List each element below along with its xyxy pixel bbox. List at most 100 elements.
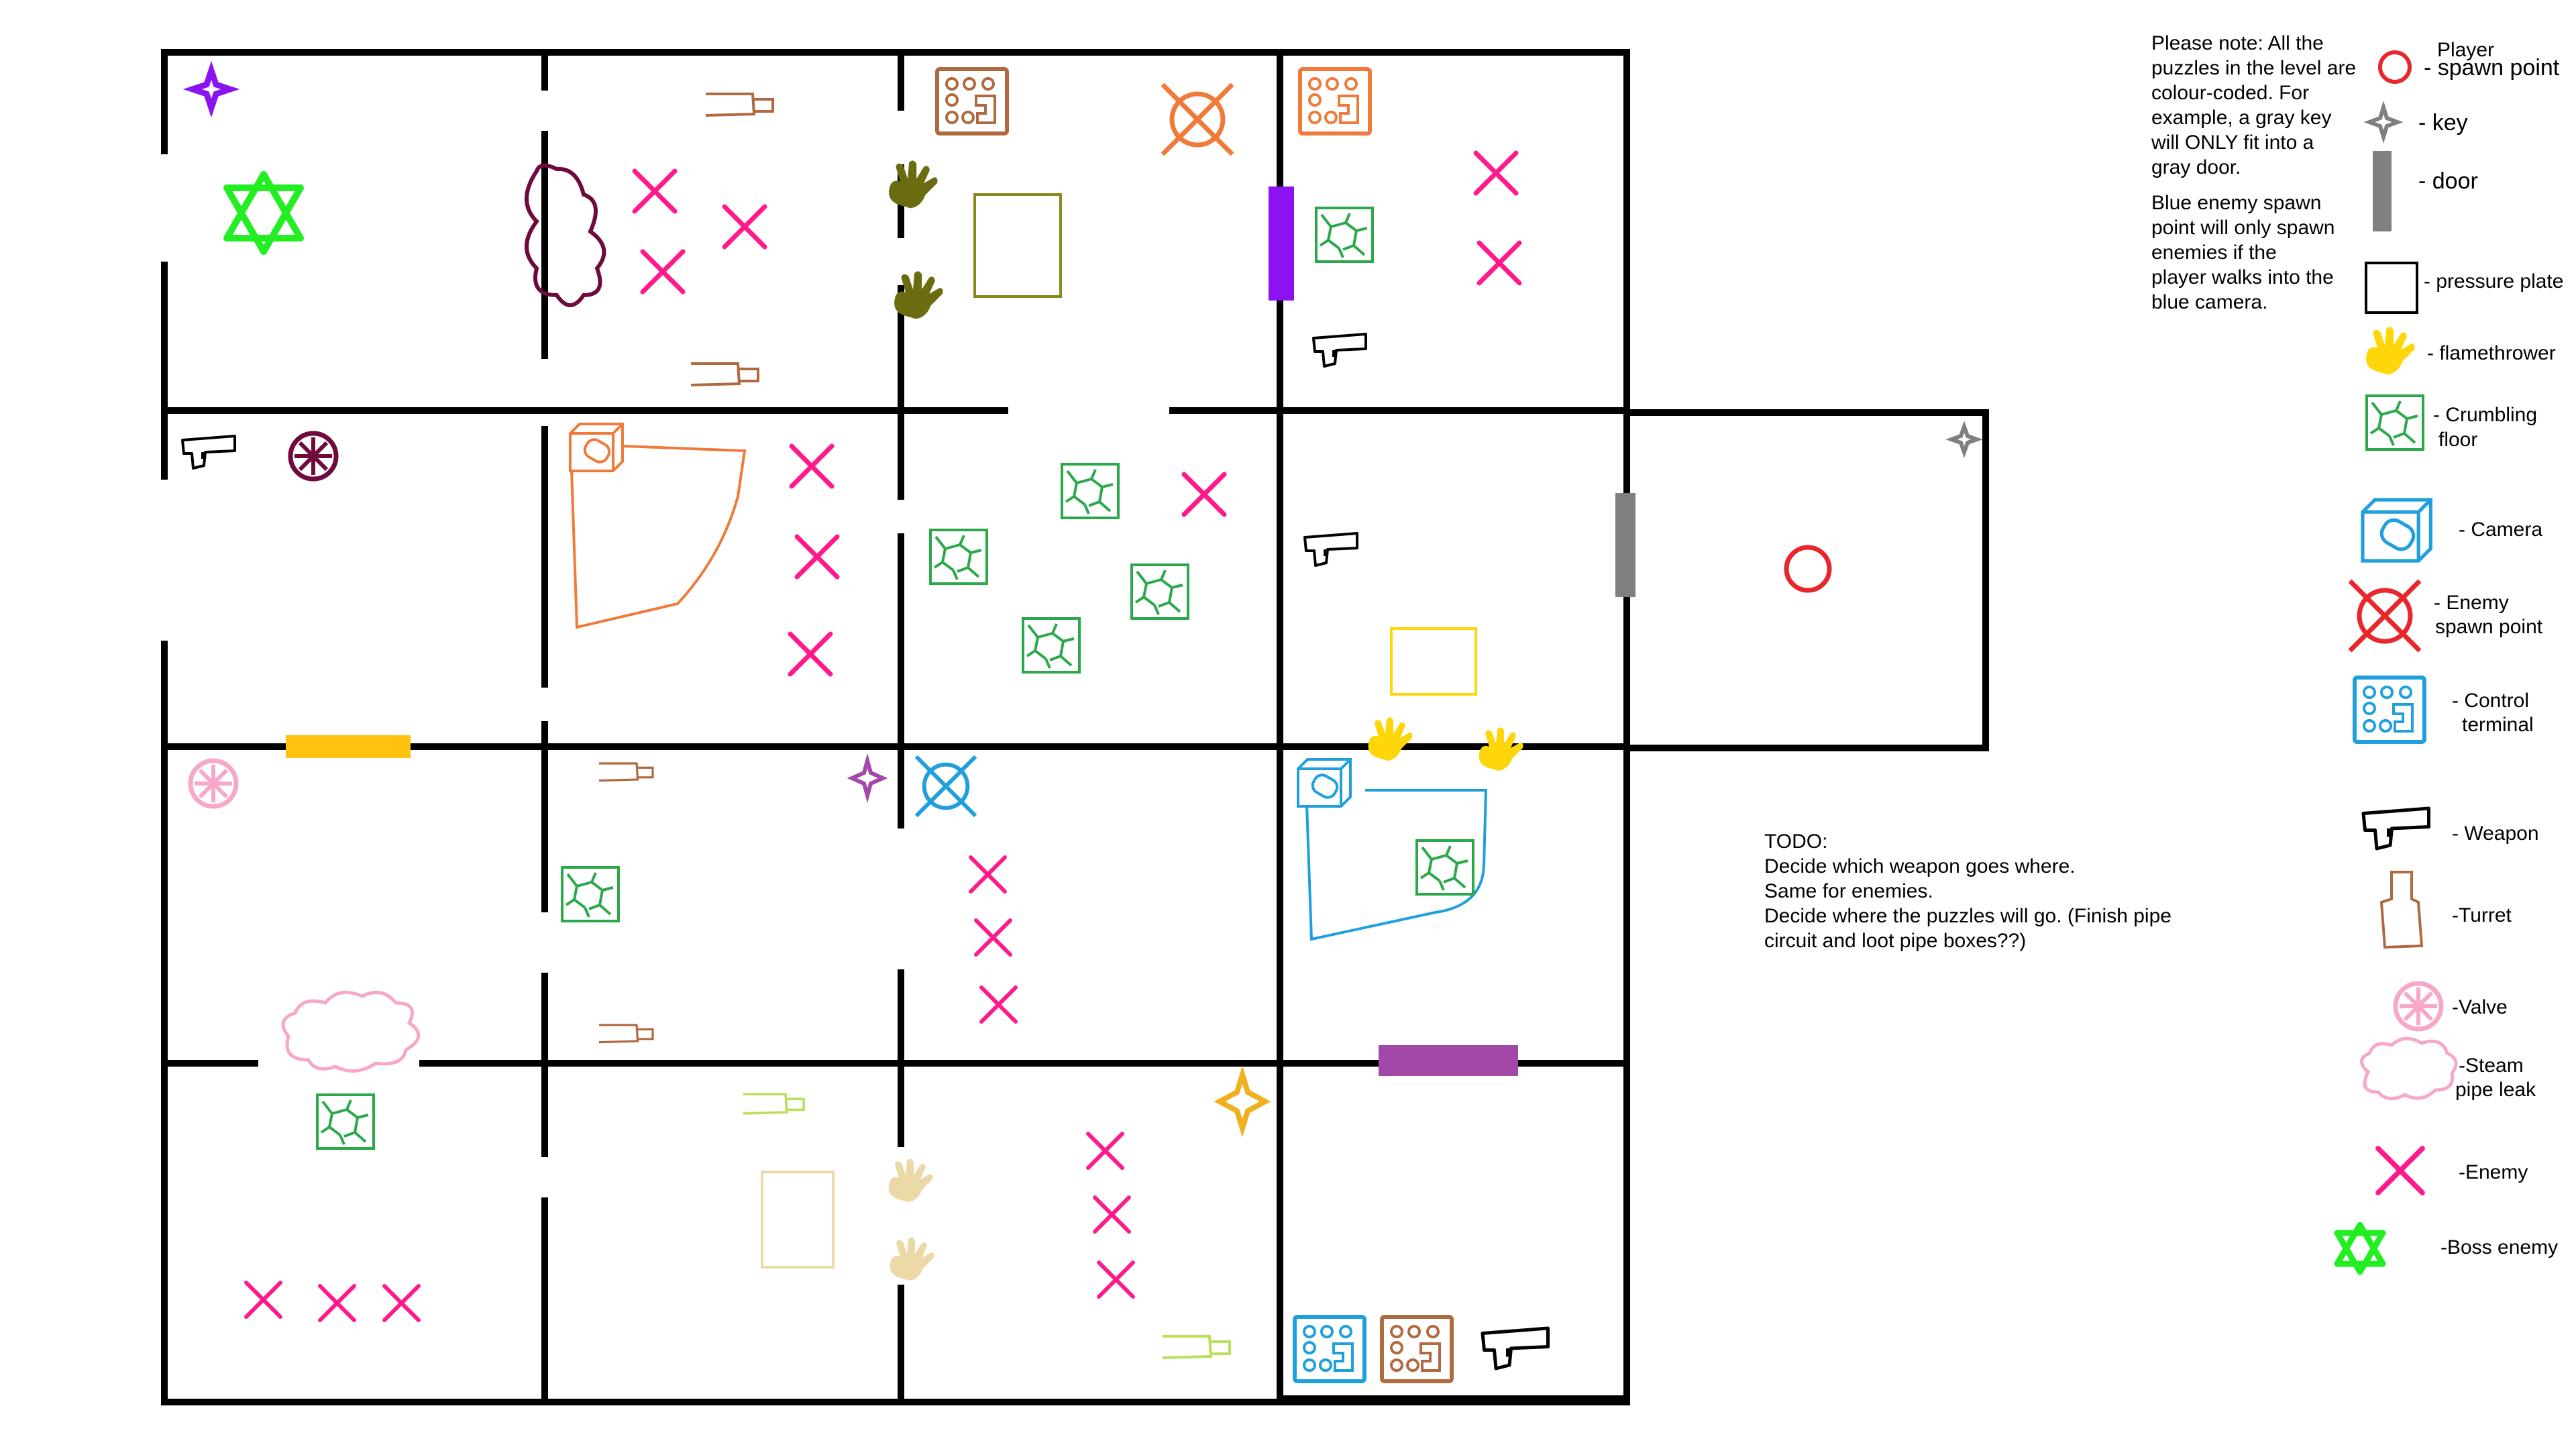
- pink-valve-icon: [191, 761, 236, 806]
- legend-steam-label-2: pipe leak: [2455, 1079, 2536, 1101]
- gray-door: [1615, 493, 1635, 597]
- legend-enemy-label: -Enemy: [2459, 1161, 2528, 1183]
- orange-control-terminal-icon: [1300, 69, 1370, 133]
- legend-boss-label: -Boss enemy: [2440, 1236, 2559, 1258]
- enemy-icon: [1479, 243, 1519, 283]
- todo-line: Decide where the puzzles will go. (Finis…: [1764, 905, 2171, 927]
- note-line: example, a gray key: [2151, 107, 2332, 129]
- purple-key-icon: [182, 60, 240, 118]
- note-line: Please note: All the: [2151, 32, 2324, 54]
- enemy-icon: [1088, 1134, 1122, 1168]
- enemy-icon: [320, 1286, 354, 1320]
- enemy-icon: [1184, 474, 1224, 515]
- gold-door: [286, 735, 411, 758]
- enemy-icon: [384, 1286, 419, 1320]
- gray-key-icon: [1945, 421, 1983, 458]
- orange-camera-icon: [569, 423, 624, 472]
- enemy-icon: [981, 987, 1016, 1022]
- note-line: player walks into the: [2151, 266, 2334, 288]
- todo-note: TODO: Decide which weapon goes where. Sa…: [1764, 829, 2274, 953]
- enemy-icon: [790, 634, 830, 674]
- brown-control-terminal-icon: [937, 69, 1007, 133]
- lime-turret-icon: [742, 1093, 805, 1115]
- enemy-icon: [246, 1283, 280, 1317]
- legend-camera-icon: [2363, 500, 2430, 561]
- note-line: puzzles in the level are: [2151, 57, 2357, 79]
- crumbling-floor: [1061, 463, 1120, 519]
- colour-coding-note: Please note: All the puzzles in the leve…: [2151, 31, 2373, 315]
- boss-enemy-icon: [223, 171, 304, 255]
- legend-turret-label: -Turret: [2452, 904, 2512, 926]
- blue-camera-icon: [1297, 758, 1352, 808]
- brown-turret-icon-4: [598, 1024, 654, 1044]
- orange-camera-cone: [570, 445, 747, 629]
- legend-door-icon: [2373, 151, 2392, 231]
- weapon-icon: [181, 435, 236, 470]
- crumbling-floor: [1022, 617, 1081, 674]
- legend-crumbling-label-2: floor: [2438, 429, 2478, 451]
- orange-enemy-spawn-icon: [1163, 85, 1232, 154]
- yellow-pressure-plate: [1390, 627, 1477, 696]
- walls: [161, 49, 1989, 1405]
- note-line: [2151, 180, 2373, 191]
- enemy-icon: [971, 857, 1005, 892]
- blue-camera-cone: [1305, 789, 1488, 941]
- legend-control-label-1: - Control: [2452, 690, 2530, 712]
- note-line: colour-coded. For: [2151, 82, 2310, 104]
- legend-door-label: - door: [2418, 168, 2478, 194]
- purple-door: [1269, 186, 1294, 301]
- legend-weapon-label: - Weapon: [2452, 822, 2539, 845]
- crumbling-floor: [929, 529, 988, 585]
- legend-camera-label: - Camera: [2459, 519, 2543, 541]
- beige-pressure-plate: [761, 1171, 835, 1269]
- violet-key-icon: [847, 753, 888, 804]
- crumbling-floor: [1415, 839, 1474, 896]
- enemy-icon: [1476, 153, 1516, 193]
- crumbling-floor: [316, 1093, 375, 1150]
- crumbling-floor: [1315, 207, 1374, 263]
- crumbling-floor: [1130, 564, 1189, 620]
- legend-steam-leak-icon: [2360, 1036, 2458, 1101]
- weapon-icon-4: [1483, 1328, 1548, 1368]
- lime-turret-icon-2: [1161, 1335, 1231, 1359]
- brown-control-terminal-icon-2: [1382, 1317, 1452, 1381]
- todo-line: Decide which weapon goes where.: [1764, 855, 2076, 877]
- note-line: Blue enemy spawn: [2151, 192, 2322, 214]
- crumbling-floor: [561, 866, 620, 922]
- player-spawn-point: [1784, 545, 1832, 593]
- todo-line: TODO:: [1764, 830, 1828, 853]
- beige-flamethrower-icon: [888, 1159, 933, 1202]
- legend-enemy-icon: [2378, 1148, 2422, 1193]
- brown-turret-icon-3: [598, 762, 654, 782]
- olive-flamethrower-icon: [889, 160, 938, 209]
- note-line: enemies if the: [2151, 241, 2277, 264]
- legend-valve-label: -Valve: [2452, 996, 2508, 1018]
- note-line: point will only spawn: [2151, 217, 2335, 239]
- legend-key-icon: [2363, 100, 2404, 144]
- legend-enemy-spawn-label-1: - Enemy: [2434, 592, 2509, 614]
- legend-enemy-spawn-label-2: spawn point: [2435, 616, 2543, 638]
- enemy-icon: [635, 171, 675, 211]
- yellow-flamethrower-icon-2: [1479, 727, 1523, 771]
- olive-flamethrower-icon-2: [894, 271, 943, 319]
- maroon-steam-leak-icon: [525, 163, 606, 307]
- legend-boss-enemy-icon: [2334, 1222, 2386, 1275]
- note-line: gray door.: [2151, 156, 2241, 178]
- gold-key-icon: [1214, 1065, 1271, 1138]
- legend-crumbling-label-1: - Crumbling: [2433, 404, 2538, 426]
- pink-steam-leak-icon: [281, 990, 421, 1073]
- todo-line: circuit and loot pipe boxes??): [1764, 930, 2027, 952]
- yellow-flamethrower-icon: [1368, 717, 1413, 761]
- enemy-icon: [792, 446, 832, 486]
- brown-turret-icon-2: [690, 362, 759, 386]
- legend-pressure-plate-icon: [2365, 262, 2418, 314]
- legend-flamethrower-label: - flamethrower: [2427, 342, 2556, 364]
- legend-turret-icon: [2379, 871, 2424, 949]
- enemy-icon: [797, 537, 837, 577]
- beige-flamethrower-icon-2: [890, 1237, 934, 1281]
- legend-steam-label-1: -Steam: [2459, 1055, 2524, 1077]
- enemy-icon: [976, 920, 1010, 955]
- weapon-icon-2: [1312, 333, 1367, 368]
- enemy-icon: [724, 207, 765, 247]
- weapon-icon-3: [1303, 532, 1358, 567]
